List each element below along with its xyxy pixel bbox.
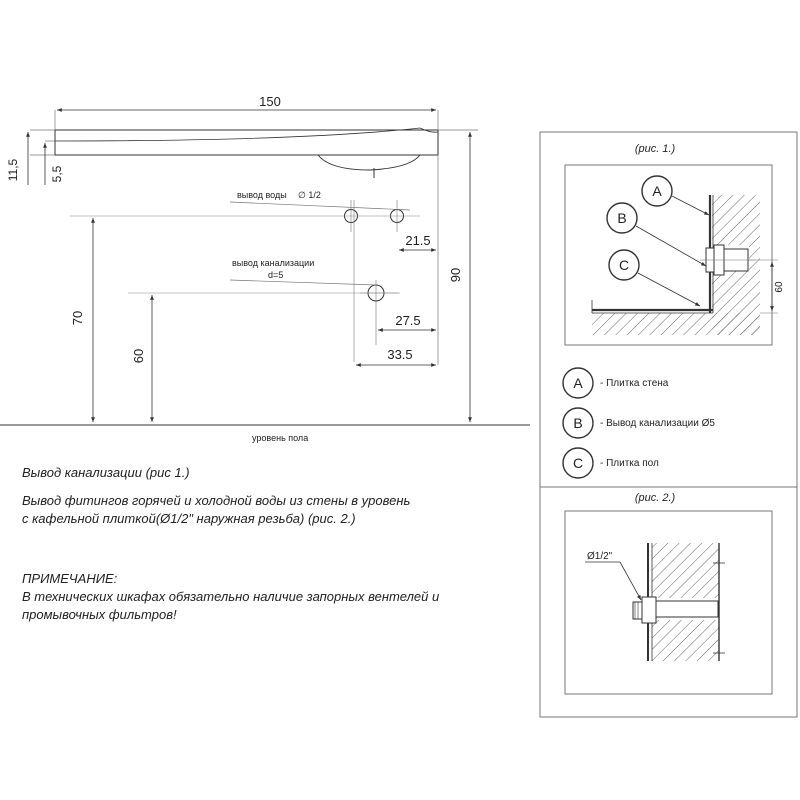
bowl-bottom: [317, 154, 421, 171]
fig1-marker-b: [606, 202, 638, 234]
dim-width: 150: [259, 94, 281, 109]
note-text-1: В технических шкафах обязательно наличие…: [22, 589, 440, 604]
note-fittings-1: Вывод фитингов горячей и холодной воды и…: [22, 493, 411, 508]
dim-h-total: 90: [448, 268, 463, 282]
fig1-marker-c: [608, 249, 640, 281]
fig2-diam: Ø1/2": [587, 551, 613, 562]
note-fittings-2: с кафельной плиткой(Ø1/2" наружная резьб…: [22, 511, 356, 526]
label-water-outlet: вывод воды: [237, 190, 287, 200]
svg-text:B: B: [617, 210, 626, 226]
dim-water-x: 21.5: [405, 233, 430, 248]
fig1-legend: A - Плитка стена B - Вывод канализации Ø…: [562, 367, 715, 479]
label-floor: уровень пола: [252, 433, 308, 443]
dim-drain-x2: 33.5: [387, 347, 412, 362]
label-drain-diam: d=5: [268, 270, 283, 280]
note-drain: Вывод канализации (рис 1.): [22, 465, 190, 480]
label-drain-outlet: вывод канализации: [232, 258, 314, 268]
svg-text:A: A: [573, 375, 583, 391]
legend-a-text: - Плитка стена: [600, 378, 669, 389]
legend-b-text: - Вывод канализации Ø5: [600, 418, 715, 429]
main-dimensions: 150 11,5 5,5 21.5 27.5 33.5 70 60 90 выв…: [6, 94, 463, 443]
svg-text:B: B: [573, 415, 582, 431]
svg-text:C: C: [619, 257, 629, 273]
dim-h-water: 70: [70, 311, 85, 325]
fig2-caption: (рис. 2.): [635, 492, 676, 504]
main-drawing: [0, 108, 530, 426]
legend-c-text: - Плитка пол: [600, 458, 659, 469]
note-title: ПРИМЕЧАНИЕ:: [22, 571, 118, 586]
fig1-dim-60: 60: [774, 281, 785, 293]
basin-outline: [54, 129, 439, 156]
fig1-marker-a: [641, 175, 673, 207]
dim-top-offset: 11,5: [6, 158, 20, 181]
svg-text:C: C: [573, 455, 583, 471]
fig1-panel: (рис. 1.) 60 A B C: [539, 131, 798, 488]
dim-drain-x1: 27.5: [395, 313, 420, 328]
note-text-2: промывочных фильтров!: [22, 607, 177, 622]
label-water-diam: ∅ 1/2: [298, 190, 321, 200]
dim-lip: 5,5: [50, 165, 64, 182]
dim-h-drain: 60: [131, 349, 146, 363]
fig2-panel: (рис. 2.) Ø1/2": [539, 486, 798, 718]
svg-text:A: A: [652, 183, 662, 199]
fig1-caption: (рис. 1.): [635, 143, 676, 155]
